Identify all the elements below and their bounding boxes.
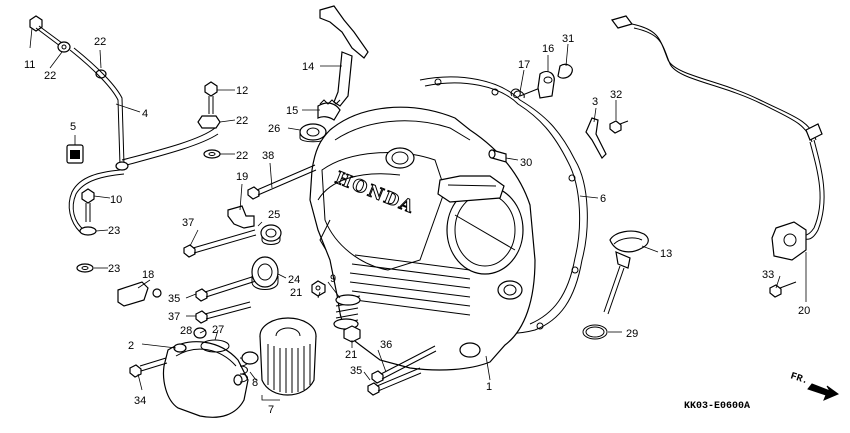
callout-1: 1 bbox=[486, 381, 492, 393]
callout-23: 23 bbox=[108, 225, 120, 237]
callout-31: 31 bbox=[562, 33, 574, 45]
callout-38: 38 bbox=[262, 150, 274, 162]
callout-5: 5 bbox=[70, 121, 76, 133]
callout-17: 17 bbox=[518, 59, 530, 71]
bearings-and-bracket bbox=[117, 205, 326, 307]
callout-22: 22 bbox=[236, 115, 248, 127]
callout-24: 24 bbox=[288, 274, 300, 286]
callout-34: 34 bbox=[134, 395, 146, 407]
callout-13: 13 bbox=[660, 248, 672, 260]
callout-10: 10 bbox=[110, 194, 122, 206]
callout-32: 32 bbox=[610, 89, 622, 101]
diagram-code: KK03-E0600A bbox=[684, 401, 750, 412]
cover-bolts bbox=[183, 164, 437, 396]
callout-22: 22 bbox=[236, 150, 248, 162]
front-direction-indicator: FR. bbox=[789, 371, 840, 401]
callout-12: 12 bbox=[236, 85, 248, 97]
oil-pipe-assembly bbox=[29, 15, 221, 273]
callout-36: 36 bbox=[380, 339, 392, 351]
callout-19: 19 bbox=[236, 171, 248, 183]
callout-2: 2 bbox=[128, 340, 134, 352]
callout-18: 18 bbox=[142, 269, 154, 281]
callout-16: 16 bbox=[542, 43, 554, 55]
callout-25: 25 bbox=[268, 209, 280, 221]
callout-6: 6 bbox=[600, 193, 606, 205]
front-arrow-icon bbox=[807, 383, 840, 401]
callout-27: 27 bbox=[212, 324, 224, 336]
cover-cooling-fins bbox=[349, 254, 471, 316]
lever-assembly bbox=[299, 5, 369, 143]
callout-8: 8 bbox=[252, 377, 258, 389]
callout-11: 11 bbox=[24, 59, 35, 71]
callout-3: 3 bbox=[592, 96, 598, 108]
callout-9: 9 bbox=[330, 273, 336, 285]
callout-21: 21 bbox=[290, 287, 302, 299]
leader-lines bbox=[29, 27, 807, 401]
callout-numbers: 11 22 22 4 5 10 23 23 12 22 22 14 15 26 … bbox=[24, 33, 810, 416]
callout-20: 20 bbox=[798, 305, 810, 317]
callout-23: 23 bbox=[108, 263, 120, 275]
callout-37: 37 bbox=[182, 217, 194, 229]
callout-7: 7 bbox=[268, 404, 274, 416]
callout-22: 22 bbox=[94, 36, 106, 48]
callout-33: 33 bbox=[762, 269, 774, 281]
callout-29: 29 bbox=[626, 328, 638, 340]
front-direction-label: FR. bbox=[789, 371, 810, 387]
callout-14: 14 bbox=[302, 61, 314, 73]
oil-dipstick bbox=[582, 230, 649, 340]
crankcase-cover: HONDA bbox=[309, 76, 588, 371]
callout-37: 37 bbox=[168, 311, 180, 323]
callout-30: 30 bbox=[520, 157, 532, 169]
switch-cable-assembly bbox=[610, 15, 825, 298]
callout-26: 26 bbox=[268, 123, 280, 135]
callout-28: 28 bbox=[180, 325, 192, 337]
callout-15: 15 bbox=[286, 105, 298, 117]
callout-35: 35 bbox=[350, 365, 362, 377]
callout-22: 22 bbox=[44, 70, 56, 82]
callout-21: 21 bbox=[345, 349, 357, 361]
callout-35: 35 bbox=[168, 293, 180, 305]
oil-filter-assembly bbox=[129, 294, 361, 418]
callout-4: 4 bbox=[142, 108, 148, 120]
